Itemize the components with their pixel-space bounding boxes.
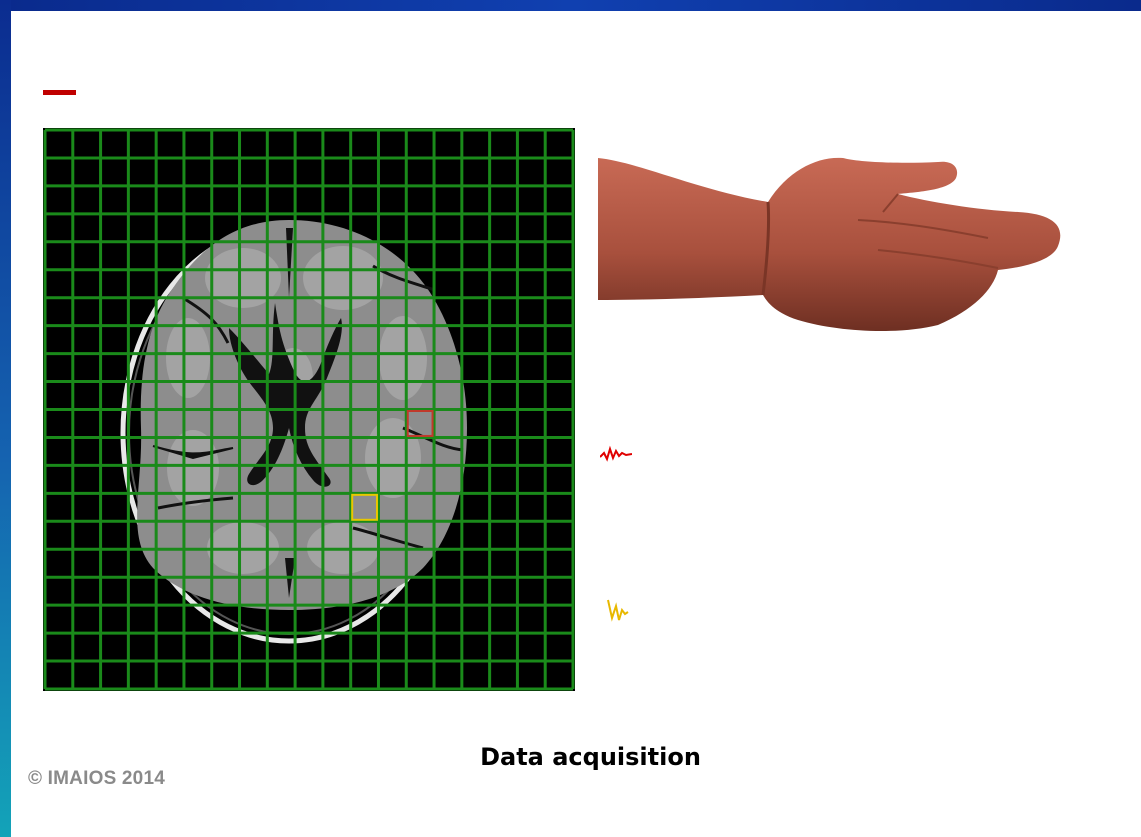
acquisition-grid [43,128,575,691]
slide-frame-top [0,0,1141,11]
mri-brain-slice [43,128,575,691]
slide-caption: Data acquisition [480,743,701,771]
hand-icon [598,157,1061,332]
highlighted-voxel-red [406,410,434,437]
highlighted-voxel-yellow [351,493,378,521]
red-marker-dash [43,90,76,95]
mri-grid-panel [43,128,575,691]
red-signal-wave [600,445,632,462]
yellow-signal-wave [607,599,629,622]
copyright-notice: © IMAIOS 2014 [28,768,165,789]
slide-frame-left [0,0,11,837]
